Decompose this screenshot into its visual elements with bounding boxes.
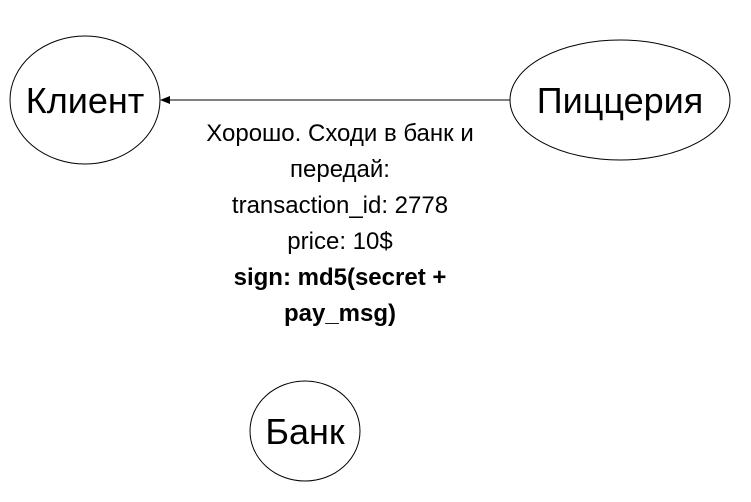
- bank-node: Банк: [249, 380, 361, 482]
- bank-node-label: Банк: [265, 411, 345, 452]
- client-node: Клиент: [9, 35, 161, 165]
- pizzeria-node: Пиццерия: [509, 39, 731, 161]
- message-line: передай:: [290, 156, 390, 183]
- bank-node-shape: [249, 380, 361, 482]
- message-line-bold: pay_msg): [284, 300, 396, 327]
- message-block: Хорошо. Сходи в банк и передай: transact…: [206, 120, 473, 327]
- pizzeria-node-label: Пиццерия: [537, 80, 703, 121]
- message-line-bold: sign: md5(secret +: [234, 264, 447, 291]
- message-line: transaction_id: 2778: [232, 192, 448, 219]
- message-line: price: 10$: [287, 228, 392, 255]
- client-node-label: Клиент: [26, 80, 144, 121]
- message-line: Хорошо. Сходи в банк и: [206, 120, 473, 147]
